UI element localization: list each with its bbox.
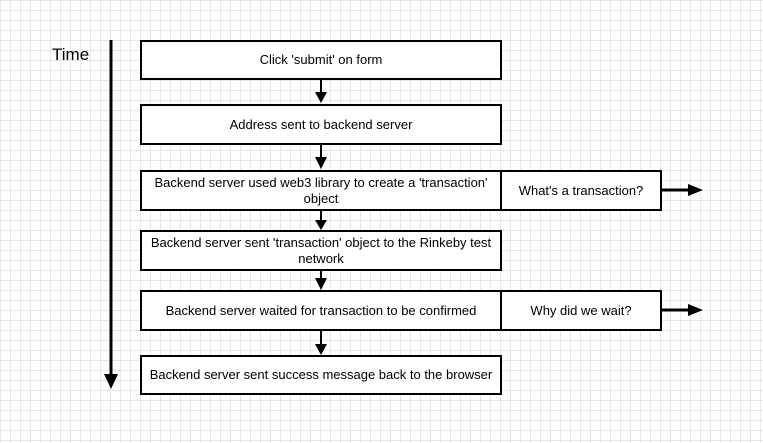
- step-1-box: Click 'submit' on form: [140, 40, 502, 80]
- side-note-arrow-1-head: [688, 184, 703, 196]
- connector-4-5-arrowhead: [315, 278, 327, 290]
- step-6-box: Backend server sent success message back…: [140, 355, 502, 395]
- step-5-box: Backend server waited for transaction to…: [140, 290, 502, 331]
- time-axis-label: Time: [52, 45, 90, 64]
- connector-5-6-arrowhead: [315, 344, 327, 355]
- connector-1-2-arrowhead: [315, 92, 327, 103]
- side-note-1-box: What's a transaction?: [500, 170, 662, 211]
- step-2-box: Address sent to backend server: [140, 104, 502, 145]
- step-4-box: Backend server sent 'transaction' object…: [140, 230, 502, 271]
- connector-3-4-arrowhead: [315, 220, 327, 230]
- side-note-2-box: Why did we wait?: [500, 290, 662, 331]
- connector-2-3-arrowhead: [315, 157, 327, 169]
- side-note-arrow-2-head: [688, 304, 703, 316]
- step-3-box: Backend server used web3 library to crea…: [140, 170, 502, 211]
- timeline-arrowhead: [104, 374, 118, 389]
